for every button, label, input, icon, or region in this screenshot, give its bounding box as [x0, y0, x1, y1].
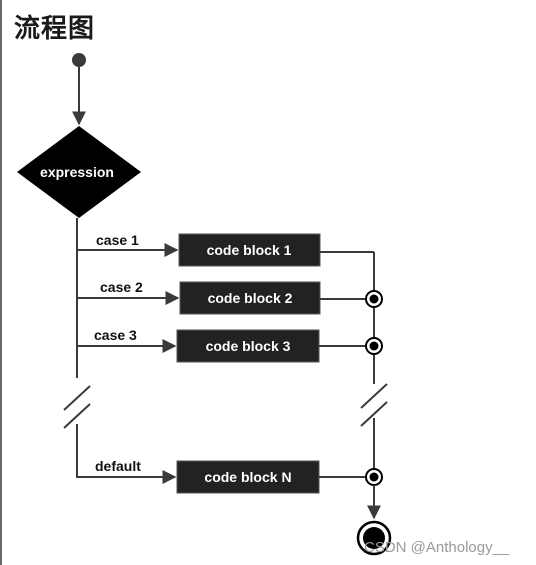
watermark-text: CSDN @Anthology__	[364, 539, 510, 556]
junction-node-3	[365, 337, 383, 355]
left-border-line	[0, 0, 2, 565]
end-node	[356, 520, 392, 556]
code-block-n-text: code block N	[204, 469, 291, 485]
case1-label: case 1	[96, 232, 139, 248]
code-block-2-text: code block 2	[208, 290, 293, 306]
code-block-1	[178, 233, 321, 267]
junction-node-n	[365, 468, 383, 486]
right-break-slash-2	[360, 401, 388, 427]
left-break-slash-1	[63, 385, 91, 411]
code-block-1-text: code block 1	[207, 242, 292, 258]
code-block-2	[179, 281, 321, 315]
left-break-slash-2	[63, 403, 91, 429]
start-node	[72, 53, 86, 67]
code-block-3-text: code block 3	[206, 338, 291, 354]
default-label: default	[95, 458, 141, 474]
case3-label: case 3	[94, 327, 137, 343]
code-block-3	[176, 329, 320, 363]
case2-label: case 2	[100, 279, 143, 295]
right-break-slash-1	[360, 383, 388, 409]
junction-node-2	[365, 290, 383, 308]
decision-diamond	[17, 126, 141, 218]
decision-label: expression	[40, 164, 114, 180]
page-title: 流程图	[14, 14, 96, 44]
